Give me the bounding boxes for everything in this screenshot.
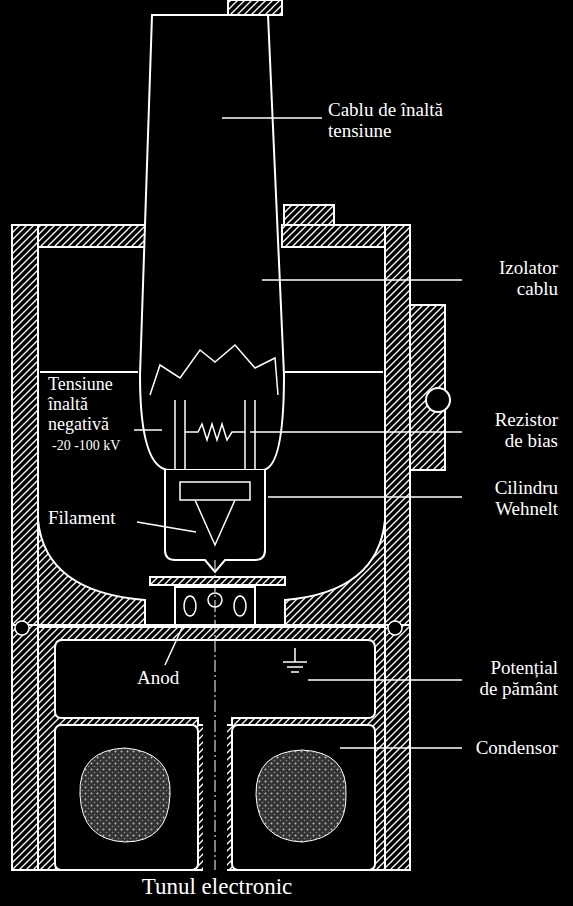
cable-cap: [228, 0, 282, 15]
left-wall: [12, 225, 38, 870]
part-label: Tensiune înaltă negativă: [46, 375, 134, 434]
wehnelt-cylinder: [165, 470, 265, 572]
part-label: Condensor: [474, 738, 560, 759]
ground-symbol: [283, 648, 307, 672]
filament: [195, 500, 235, 545]
optical-axis: [215, 560, 216, 870]
part-label: Cablu de înaltă tensiune: [326, 100, 455, 142]
part-label: -20 -100 kV: [50, 438, 122, 453]
chamber-floor-right: [285, 520, 385, 625]
resistor-symbol: [185, 424, 245, 440]
filament-holder: [180, 482, 250, 500]
coil-left: [80, 748, 170, 842]
condenser-right: [232, 725, 375, 870]
part-label: Rezistor de bias: [471, 410, 560, 452]
part-label: Cilindru Wehnelt: [471, 478, 560, 520]
coil-right: [256, 750, 346, 842]
part-label: Izolator cablu: [471, 258, 560, 300]
anode-plate: [150, 577, 285, 585]
flange-right: [284, 205, 334, 225]
chamber-floor-left: [38, 520, 145, 625]
part-label: Potențial de pământ: [468, 658, 560, 700]
flange-line: [12, 624, 410, 626]
part-label: Anod: [135, 668, 181, 689]
screw: [15, 621, 29, 635]
cutaway-edge: [150, 345, 278, 395]
connector-pins: [175, 400, 255, 470]
screw: [388, 621, 402, 635]
side-knob: [426, 388, 450, 412]
right-wall: [385, 225, 410, 870]
condenser-left: [55, 725, 198, 870]
top-wall-left: [38, 225, 145, 247]
top-wall-right: [282, 225, 385, 247]
part-label: Filament: [46, 508, 118, 529]
cable-insulator: [140, 15, 284, 470]
leader-lines: [130, 118, 462, 748]
figure-caption: Tunul electronic: [80, 874, 354, 899]
